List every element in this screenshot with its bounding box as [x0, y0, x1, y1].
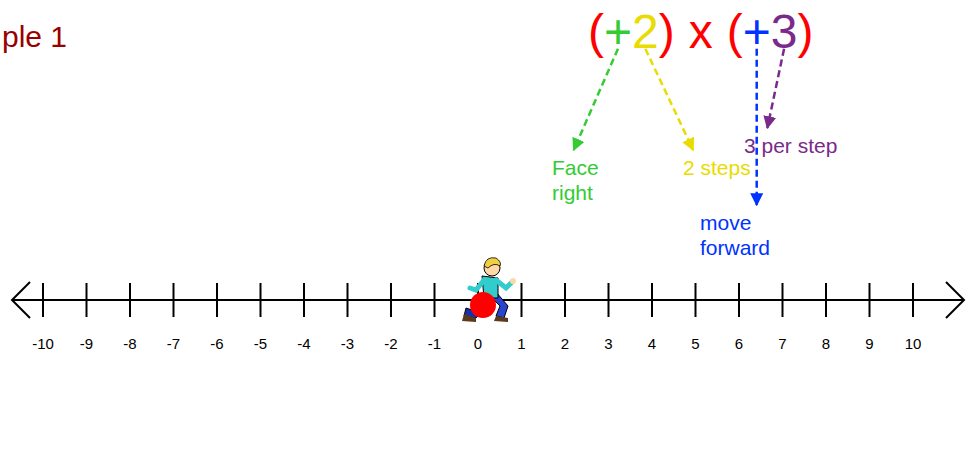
expression-symbol: )	[797, 6, 813, 59]
tick-number: -5	[254, 335, 267, 352]
tick-number: -8	[123, 335, 136, 352]
tick-mark	[521, 283, 523, 317]
tick-mark	[695, 283, 697, 317]
tick-mark	[260, 283, 262, 317]
leader-arrow	[767, 49, 784, 128]
expression-symbol: (	[588, 6, 604, 59]
tick-number: 2	[561, 335, 569, 352]
tick-mark	[564, 283, 566, 317]
tick-number: 5	[691, 335, 699, 352]
tick-mark	[347, 283, 349, 317]
tick-number: 8	[822, 335, 830, 352]
tick-number: -3	[341, 335, 354, 352]
tick-number: -4	[297, 335, 310, 352]
tick-mark	[825, 283, 827, 317]
tick-number: -7	[167, 335, 180, 352]
tick-mark	[216, 283, 218, 317]
tick-mark	[129, 283, 131, 317]
tick-mark	[303, 283, 305, 317]
callout-label: 2 steps	[683, 155, 751, 180]
tick-number: 0	[474, 335, 482, 352]
axis-arrow-right	[946, 282, 964, 318]
tick-mark	[912, 283, 914, 317]
expression-symbol: 3	[771, 6, 798, 59]
tick-mark	[869, 283, 871, 317]
callout-label: 3 per step	[744, 133, 837, 158]
tick-number: 7	[778, 335, 786, 352]
callout-label: move forward	[700, 210, 796, 260]
tick-number: 1	[517, 335, 525, 352]
tick-mark	[42, 283, 44, 317]
tick-number: 9	[865, 335, 873, 352]
tick-number: -10	[32, 335, 54, 352]
leader-arrow	[755, 49, 758, 205]
running-boy	[462, 258, 516, 322]
tick-number: 3	[604, 335, 612, 352]
tick-mark	[173, 283, 175, 317]
expression: (+2)x(+3)	[588, 6, 813, 59]
expression-symbol: +	[743, 6, 771, 59]
tick-number: -2	[384, 335, 397, 352]
tick-number: -9	[80, 335, 93, 352]
callout-label: Face right	[552, 155, 614, 205]
tick-mark	[651, 283, 653, 317]
tick-number: 10	[905, 335, 922, 352]
tick-mark	[390, 283, 392, 317]
tick-mark	[738, 283, 740, 317]
expression-symbol: )	[659, 6, 675, 59]
expression-symbol: (	[727, 6, 743, 59]
tick-number: 4	[648, 335, 656, 352]
tick-mark	[608, 283, 610, 317]
expression-symbol: 2	[632, 6, 659, 59]
example-title: ple 1	[2, 20, 67, 54]
position-dot	[470, 292, 496, 318]
leader-arrow	[645, 49, 693, 150]
expression-symbol: +	[604, 6, 632, 59]
tick-mark	[86, 283, 88, 317]
tick-mark	[782, 283, 784, 317]
axis-arrow-left	[12, 282, 30, 318]
tick-number: -6	[210, 335, 223, 352]
tick-number: 6	[735, 335, 743, 352]
leader-arrow	[574, 49, 618, 150]
tick-number: -1	[428, 335, 441, 352]
tick-mark	[434, 283, 436, 317]
expression-symbol: x	[689, 6, 713, 59]
